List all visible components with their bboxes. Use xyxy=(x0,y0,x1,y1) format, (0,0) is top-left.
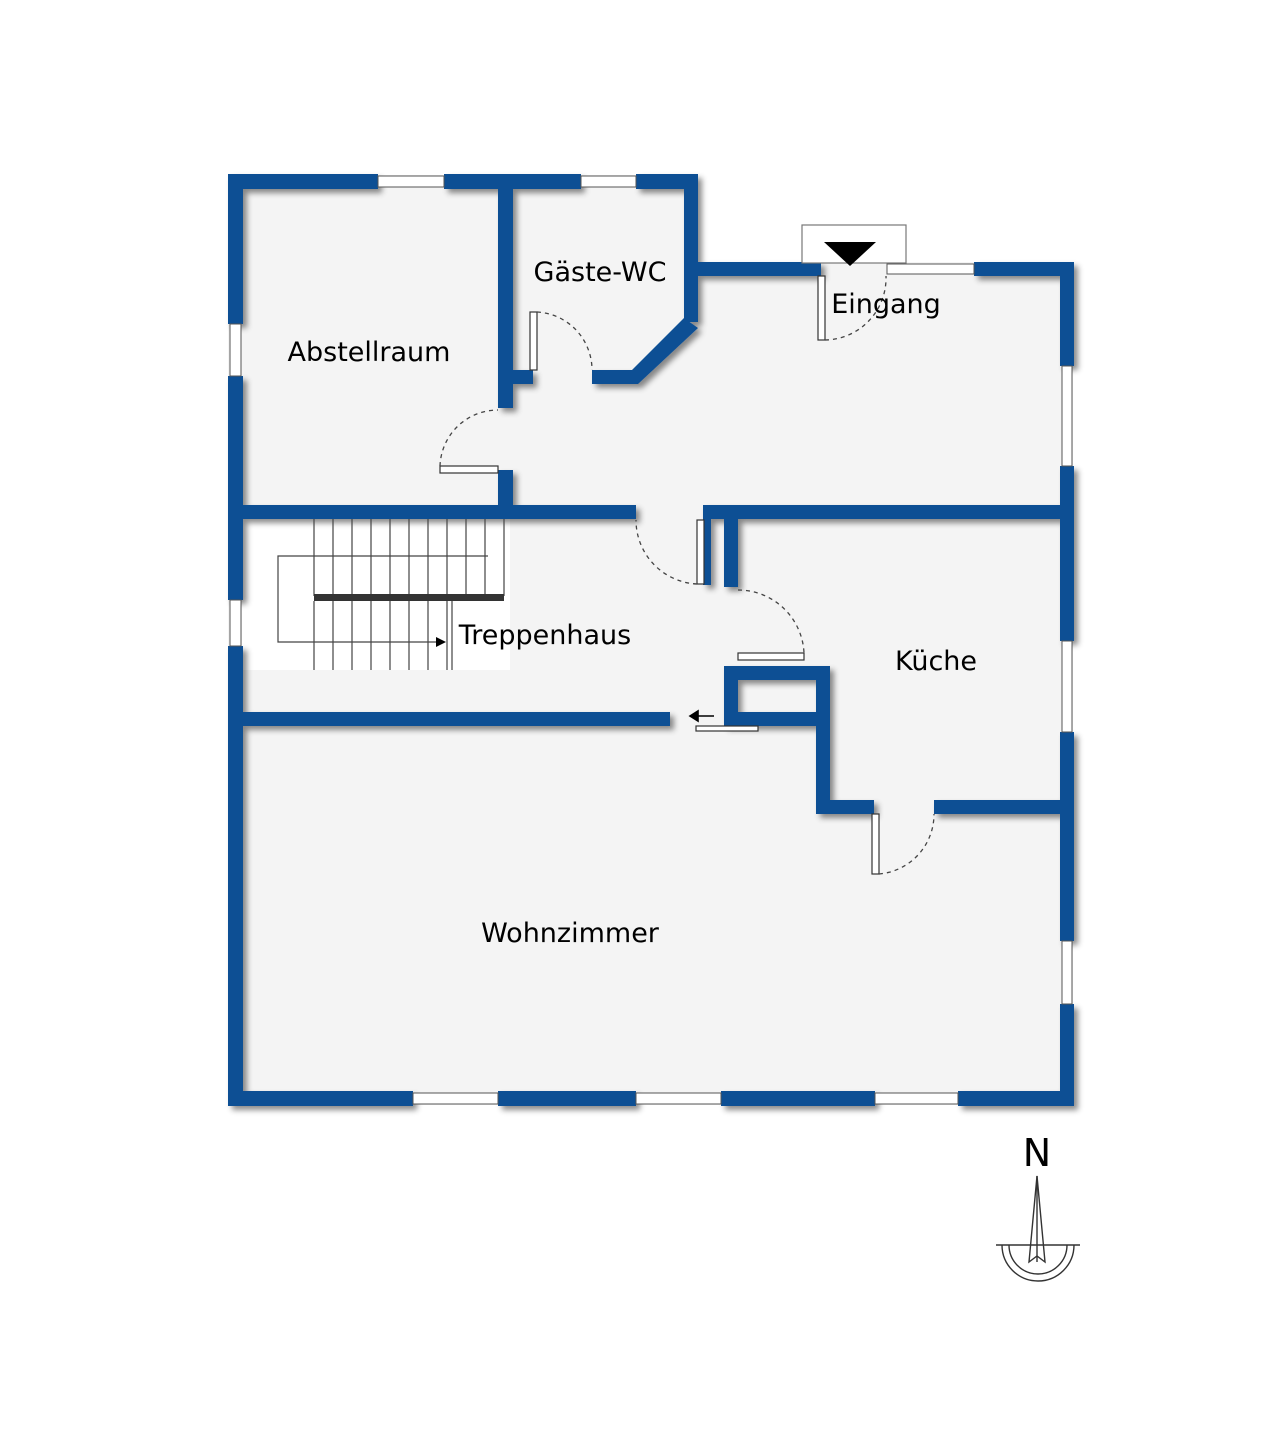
sliding-arrow-icon xyxy=(688,709,714,723)
entrance-arrow-icon xyxy=(824,242,876,266)
doors xyxy=(439,275,880,875)
room-label-eingang: Eingang xyxy=(831,289,941,320)
room-label-wohnzimmer: Wohnzimmer xyxy=(481,918,660,949)
room-label-abstellraum: Abstellraum xyxy=(288,337,451,368)
room-label-treppenhaus: Treppenhaus xyxy=(458,620,631,651)
walls xyxy=(228,174,1074,1106)
door-swings xyxy=(439,275,935,875)
room-label-kueche: Küche xyxy=(895,646,977,677)
room-label-gaeste-wc: Gäste-WC xyxy=(534,257,667,288)
windows xyxy=(229,175,1073,1105)
stairs xyxy=(277,519,505,670)
compass-icon: N xyxy=(996,1131,1080,1282)
floor-area xyxy=(228,175,1073,1105)
compass-north-label: N xyxy=(1023,1131,1051,1175)
